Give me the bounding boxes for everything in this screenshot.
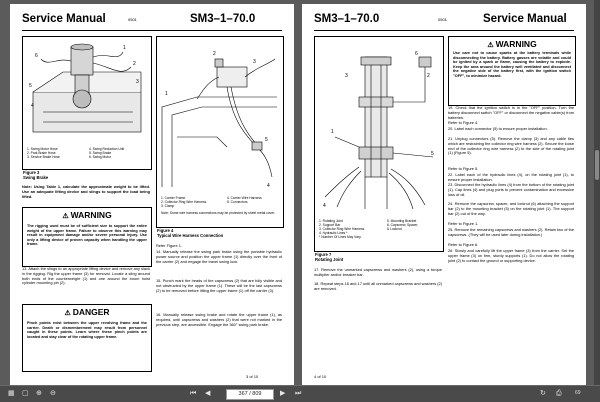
step-20: 20. Label each connector (5) to ensure p… — [448, 126, 548, 131]
callout-5: 5 — [29, 83, 32, 89]
page-4: SM3–1–70.0 0501 Service Manual — [302, 4, 586, 385]
callout-6: 6 — [35, 53, 38, 59]
step-16: 16. Manually release swing brake and rot… — [156, 312, 282, 327]
prev-page-icon[interactable]: ◀ — [205, 390, 211, 397]
step-17: 17. Remove the unmarked capscrews and wa… — [314, 267, 442, 277]
callout-2: 2 — [133, 61, 136, 67]
rotating-joint-illustration: 1 2 3 4 5 6 — [323, 51, 434, 210]
scrollbar-thumb[interactable] — [595, 150, 599, 180]
header-title: Service Manual — [483, 13, 567, 25]
callout-5: 5 — [265, 137, 268, 143]
swing-brake-illustration: 1 2 3 4 5 6 — [29, 43, 142, 133]
refer-figure-4: Refer to Figure 4. — [448, 120, 479, 125]
danger-heading: ⚠DANGER — [64, 307, 110, 318]
refer-figure-1: Refer to Figure 1. — [448, 221, 479, 226]
danger-triangle-icon: ⚠ — [64, 310, 71, 317]
header-code: 0501 — [438, 17, 447, 22]
danger-box-pinch: ⚠DANGER Pinch points exist between the u… — [22, 304, 152, 372]
last-page-icon[interactable]: ⏭ — [295, 390, 302, 397]
step-25: 25. Remove the remaining capscrews and w… — [448, 227, 574, 237]
callout-4: 4 — [323, 203, 326, 209]
fig7-legend-col2: 5. Mounting Bracket 6. Capscrew, Spacer,… — [387, 219, 419, 231]
next-page-icon[interactable]: ▶ — [280, 390, 286, 397]
step-23: 23. Disconnect the hydraulic lines (4) f… — [448, 182, 574, 197]
warning-triangle-icon: ⚠ — [487, 42, 494, 49]
step-26: 26. Slowly and carefully lift the upper … — [448, 248, 574, 263]
refer-figure-5: Refer to Figure 5. — [448, 166, 479, 171]
vertical-scrollbar[interactable] — [594, 0, 600, 385]
warning-triangle-icon: ⚠ — [62, 213, 69, 220]
warning-body: Use care not to cause sparks at the batt… — [453, 51, 571, 78]
danger-body: Pinch points exist between the upper rev… — [27, 321, 147, 339]
callout-3: 3 — [253, 59, 256, 65]
fig4-legend-col2: 4. Carrier Wire Harness 5. Connectors — [227, 196, 262, 204]
note-text: Note: Using Table 1, calculate the appro… — [22, 184, 150, 199]
callout-3: 3 — [136, 79, 139, 85]
fig4-legend-col1: 1. Carrier Frame 2. Collector Ring Wire … — [161, 196, 207, 208]
fig3-legend-col1: 1. Swing Motor Hose 2. Park Brake Hose 3… — [27, 147, 60, 159]
zoom-level[interactable]: 69 — [575, 390, 581, 396]
callout-5: 5 — [431, 151, 434, 157]
fig3-legend-col2: 4. Swing Reduction Unit 5. Swing Brake 6… — [89, 147, 125, 159]
callout-6: 6 — [415, 51, 418, 57]
header-title: Service Manual — [22, 13, 106, 25]
document-viewer[interactable]: Service Manual 0501 SM3–1–70.0 — [0, 0, 600, 385]
page-number-input[interactable]: 367 / 809 — [226, 389, 274, 400]
fig3-caption: Figure 3 Swing Brake — [23, 170, 49, 180]
callout-1: 1 — [123, 45, 126, 51]
figure-4-wire-harness: 1 2 3 4 5 1. Carrier Frame 2. Collector … — [156, 36, 284, 228]
step-15: 15. Punch mark the heads of the capscrew… — [156, 278, 282, 293]
callout-1: 1 — [331, 129, 334, 135]
rotate-icon[interactable]: ↻ — [540, 390, 546, 397]
print-icon[interactable]: ⎙ — [556, 390, 562, 397]
wire-harness-illustration: 1 2 3 4 5 — [161, 51, 277, 189]
thumbnail-icon[interactable]: ▦ — [8, 390, 15, 397]
step-24: 24. Remove the capscrew, spacer, and loc… — [448, 201, 574, 216]
page-footer: 4 of 10 — [314, 374, 327, 379]
fig7-legend-col1: 1. Rotating Joint 2. Support Bar 3. Coll… — [319, 219, 365, 239]
header-doc-number: SM3–1–70.0 — [314, 13, 380, 25]
callout-3: 3 — [345, 73, 348, 79]
first-page-icon[interactable]: ⏮ — [190, 390, 197, 397]
callout-4: 4 — [31, 103, 34, 109]
zoom-in-icon[interactable]: ⊕ — [36, 390, 42, 397]
step-18: 18. Repeat steps 16 and 17 until all unm… — [314, 281, 442, 291]
refer-figure-1: Refer Figure 1. — [156, 243, 182, 248]
warning-heading: ⚠WARNING — [62, 210, 112, 221]
fig4-note: Note: Some wire harness connections may … — [161, 211, 275, 215]
callout-2: 2 — [427, 73, 430, 79]
page-footer: 3 of 10 — [246, 374, 259, 379]
step-19: 19. Check that the ignition switch is in… — [448, 105, 574, 120]
figure-3-swing-brake: 1 2 3 4 5 6 1. Swing Motor Hose 2. Park … — [22, 36, 152, 170]
warning-box-rigging: ⚠WARNING The rigging used must be of suf… — [22, 207, 152, 267]
viewer-toolbar: ▦ ▢ ⊕ ⊖ ⏮ ◀ 367 / 809 ▶ ⏭ ↻ ⎙ 69 — [0, 385, 600, 402]
figure-7-rotating-joint: 1 2 3 4 5 6 1. Rotating Joint 2. Support… — [314, 36, 444, 252]
warning-box-battery: ⚠WARNING Use care not to cause sparks at… — [448, 36, 576, 106]
step-21: 21. Unplug connectors (5). Remove the cl… — [448, 136, 574, 156]
zoom-out-icon[interactable]: ⊖ — [50, 390, 56, 397]
refer-figure-6: Refer to Figure 6. — [448, 242, 479, 247]
step-13: 13. Attach the slings to an appropriate … — [22, 266, 150, 286]
page-3: Service Manual 0501 SM3–1–70.0 — [10, 4, 294, 385]
step-14: 14. Manually release the swing park brak… — [156, 249, 282, 264]
fig4-caption: Figure 4 Typical Wire Harness Connection — [157, 228, 224, 238]
header-rule — [314, 30, 574, 31]
callout-1: 1 — [165, 91, 168, 97]
fig7-caption: Figure 7 Rotating Joint — [315, 252, 344, 262]
callout-4: 4 — [267, 183, 270, 189]
warning-body: The rigging used must be of sufficient s… — [27, 224, 147, 247]
header-rule — [22, 30, 282, 31]
warning-heading: ⚠WARNING — [487, 39, 537, 50]
fit-page-icon[interactable]: ▢ — [22, 390, 29, 397]
step-22: 22. Label each of the hydraulic lines (4… — [448, 172, 574, 182]
header-code: 0501 — [128, 17, 137, 22]
callout-2: 2 — [213, 51, 216, 57]
header-doc-number: SM3–1–70.0 — [190, 13, 256, 25]
